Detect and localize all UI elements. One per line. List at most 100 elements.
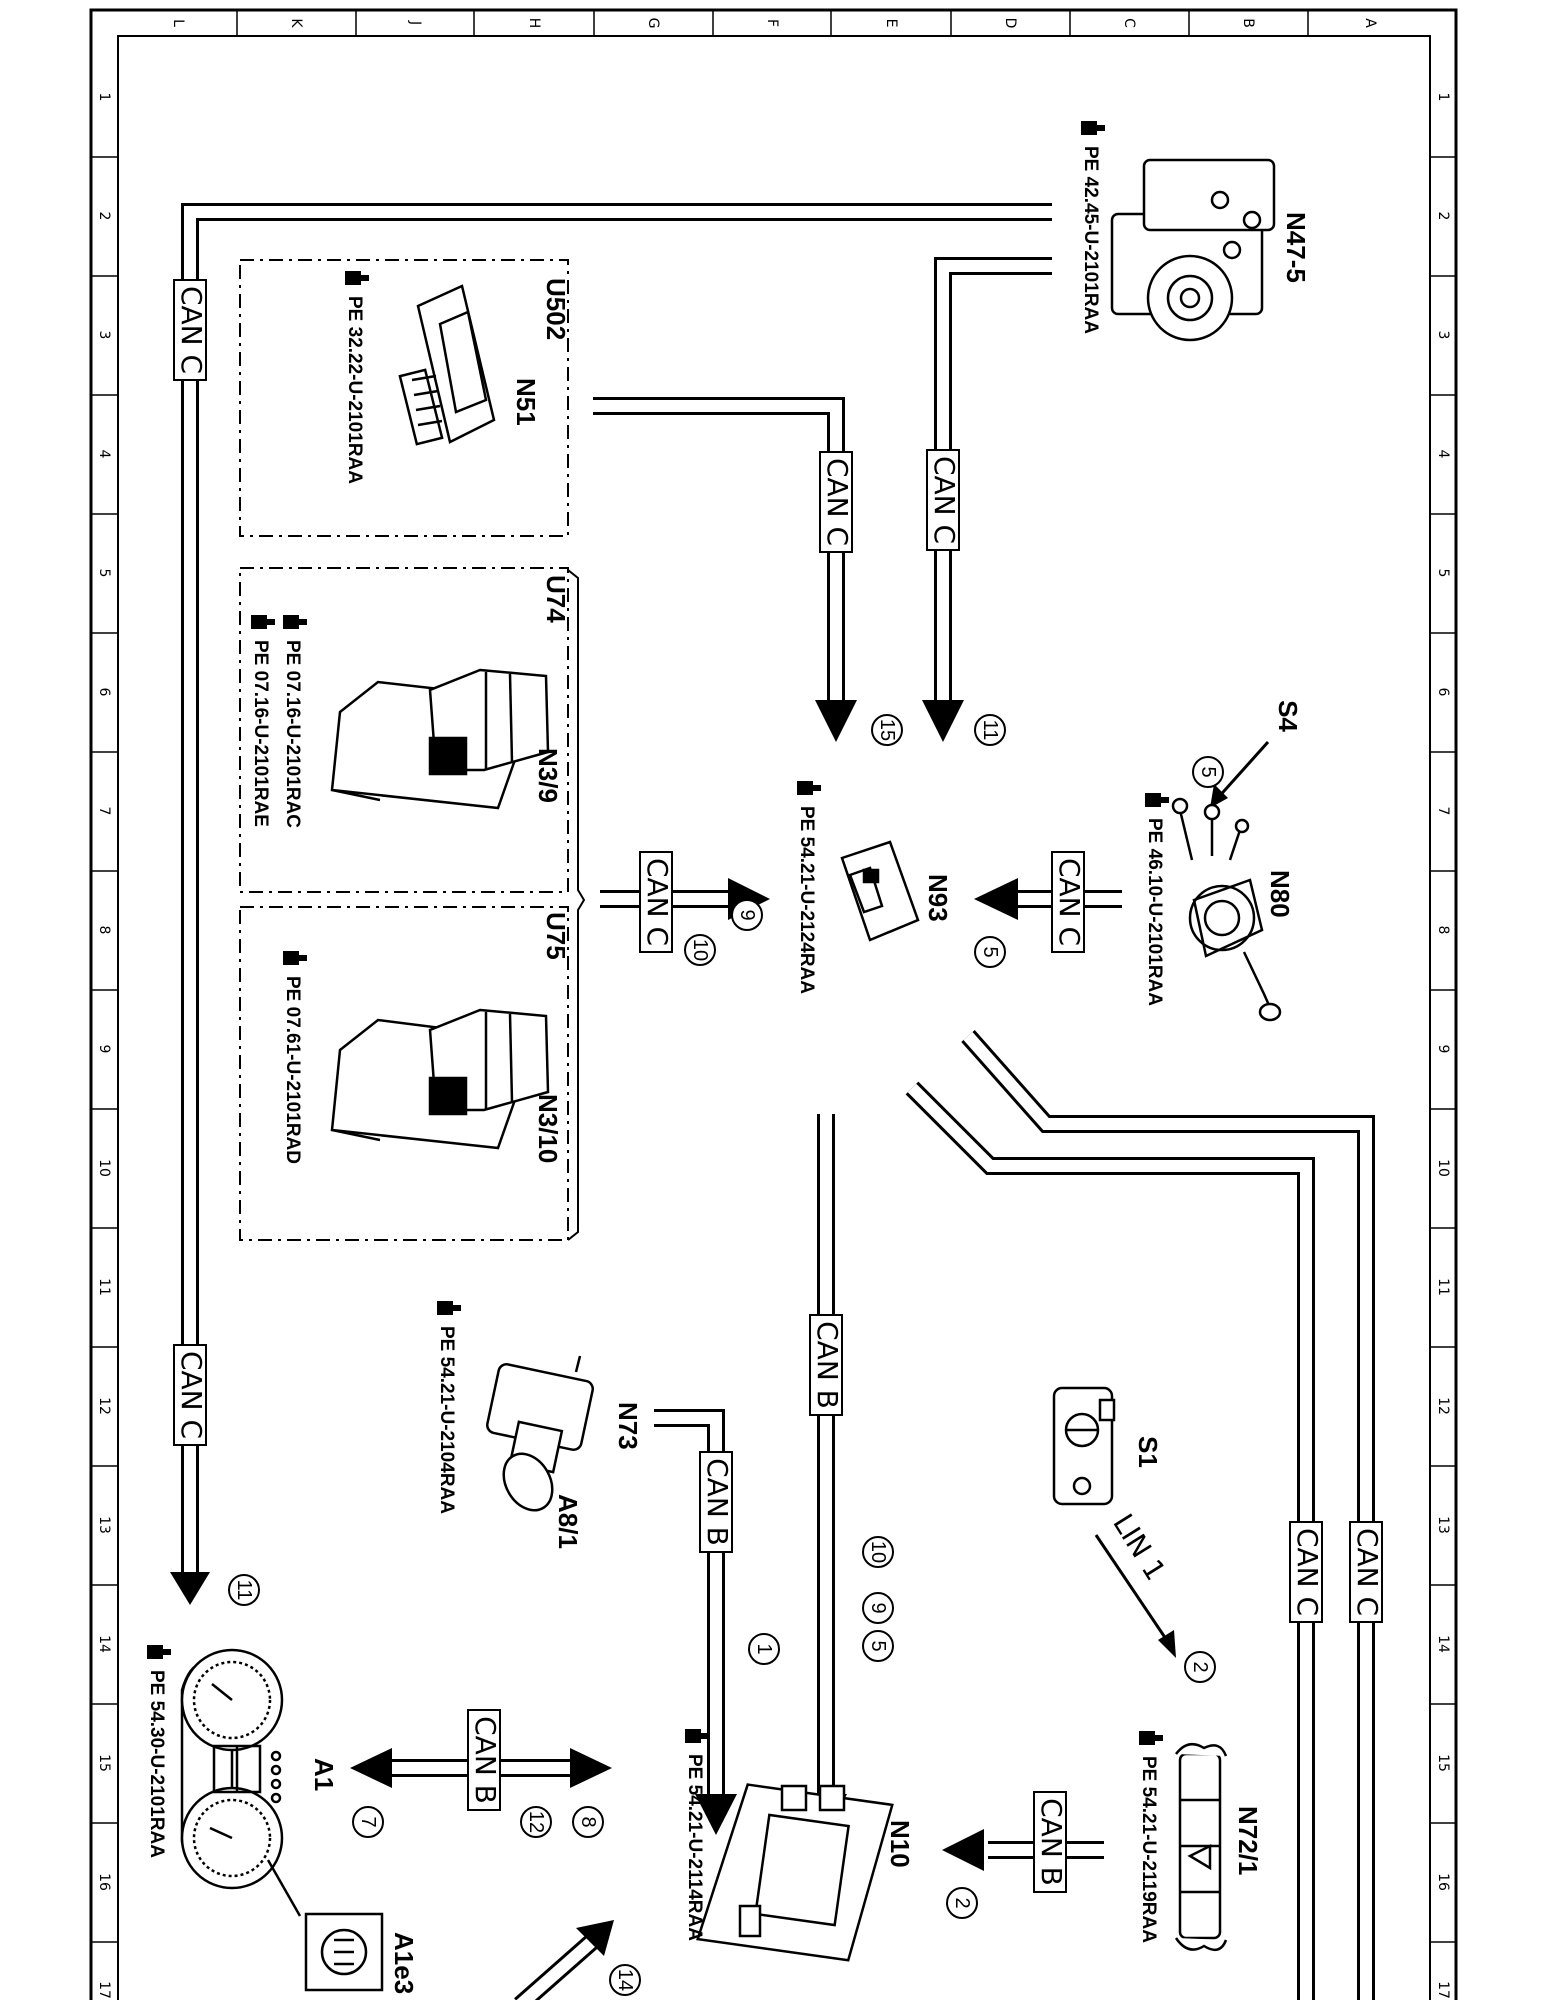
n80-label: N80 bbox=[1265, 870, 1295, 918]
n10-label: N10 bbox=[885, 1820, 915, 1868]
grid-number: 4 bbox=[1435, 450, 1451, 459]
grid-number: 12 bbox=[96, 1397, 112, 1415]
n3-9-label: N3/9 bbox=[533, 748, 563, 803]
callout-number: 12 bbox=[525, 1811, 547, 1833]
callout: 11 bbox=[228, 1574, 260, 1606]
grid-number: 10 bbox=[96, 1159, 112, 1177]
a1-cluster-drawing bbox=[180, 1648, 302, 1917]
s4-label: S4 bbox=[1273, 700, 1303, 732]
callout: 9 bbox=[862, 1592, 894, 1624]
grid-number: 10 bbox=[1435, 1159, 1451, 1177]
grid-number: 5 bbox=[96, 569, 112, 578]
callout: 10 bbox=[684, 934, 716, 966]
callout-number: 9 bbox=[736, 909, 758, 920]
grid-letter: E bbox=[883, 19, 899, 28]
grid-number: 6 bbox=[1435, 688, 1451, 697]
callout: 2 bbox=[1184, 1651, 1216, 1683]
component-labels: N47-5 N51 N3/9 N3/10 N93 N80 S1 N73 A8/1… bbox=[309, 212, 1311, 1994]
grid-number: 13 bbox=[96, 1516, 112, 1534]
arrow-head bbox=[815, 700, 857, 742]
grid-number: 11 bbox=[96, 1278, 112, 1296]
grid-letter: J bbox=[407, 20, 423, 25]
callout-number: 7 bbox=[357, 1816, 379, 1827]
grid-numbers: 1 1 2 2 3 3 4 4 5 5 6 6 7 7 8 8 9 9 10 1… bbox=[96, 93, 1451, 1999]
grid-letter: G bbox=[645, 18, 661, 29]
can-c-text: CAN C bbox=[175, 1351, 208, 1439]
a8-1-label: A8/1 bbox=[553, 1494, 583, 1549]
pointer-icon bbox=[1139, 1731, 1163, 1745]
arrow-head bbox=[695, 1794, 737, 1835]
callout: 9 bbox=[731, 899, 763, 931]
can-label: CAN C bbox=[1289, 1521, 1324, 1623]
callout-number: 10 bbox=[689, 939, 711, 961]
pointer-icon bbox=[147, 1645, 171, 1659]
u502-label: U502 bbox=[541, 278, 571, 340]
n80-ref: PE 46.10-U-2101RAA bbox=[1144, 818, 1165, 1006]
n3-9-ref-1: PE 07.16-U-2101RAC bbox=[282, 640, 303, 828]
n93-label: N93 bbox=[923, 874, 953, 922]
grid-number: 8 bbox=[1435, 926, 1451, 935]
can-label: CAN C bbox=[1051, 851, 1086, 953]
arrow-head bbox=[576, 1920, 614, 1956]
callout: 12 bbox=[520, 1806, 552, 1838]
callout-number: 1 bbox=[753, 1643, 775, 1654]
n73-ref: PE 54.21-U-2104RAA bbox=[436, 1326, 457, 1514]
grid-number: 7 bbox=[96, 807, 112, 816]
n73-eis-drawing bbox=[486, 1355, 594, 1512]
grid-number: 3 bbox=[1435, 331, 1451, 340]
callout-number: 2 bbox=[1189, 1661, 1211, 1672]
callout-number: 2 bbox=[951, 1897, 973, 1908]
grid-number: 16 bbox=[96, 1873, 112, 1891]
callout-number: 8 bbox=[577, 1816, 599, 1827]
n51-label: N51 bbox=[511, 378, 541, 426]
component-drawings bbox=[180, 158, 1282, 1992]
grid-number: 4 bbox=[96, 450, 112, 459]
arrow-head bbox=[922, 700, 964, 742]
callout-number: 5 bbox=[867, 1640, 889, 1651]
arrow-head bbox=[974, 878, 1018, 920]
can-label: CAN B bbox=[467, 1709, 502, 1811]
can-label: CAN C bbox=[819, 451, 854, 553]
grid-number: 13 bbox=[1435, 1516, 1451, 1534]
pointer-icon bbox=[283, 615, 307, 629]
callout-number: 15 bbox=[876, 719, 898, 741]
a1e3-lamp-drawing bbox=[304, 1912, 384, 1992]
u74-u75-bracket bbox=[567, 569, 586, 1241]
callout: 15 bbox=[871, 714, 903, 746]
n47-5-label: N47-5 bbox=[1281, 212, 1311, 283]
callout: 11 bbox=[974, 714, 1006, 746]
n72-1-label: N72/1 bbox=[1233, 1806, 1263, 1875]
can-label: CAN B bbox=[1033, 1791, 1068, 1893]
arrow-head bbox=[170, 1572, 210, 1605]
can-b-text: CAN B bbox=[1035, 1798, 1068, 1886]
u75-label: U75 bbox=[541, 912, 571, 960]
grid-number: 15 bbox=[96, 1754, 112, 1772]
callout-number: 11 bbox=[233, 1580, 255, 1601]
can-c-text: CAN C bbox=[175, 286, 208, 374]
a1-label: A1 bbox=[309, 1758, 339, 1791]
can-label: CAN B bbox=[809, 1314, 844, 1416]
grid-letters: L K J H G F E D C B A bbox=[170, 18, 1378, 29]
pointer-icon bbox=[283, 951, 307, 965]
callout: 5 bbox=[862, 1630, 894, 1662]
callouts: 11 15 5 9 10 5 11 10 9 5 1 2 2 7 12 8 14 bbox=[228, 714, 1224, 1996]
grid-number: 6 bbox=[96, 688, 112, 697]
grid-letter: C bbox=[1121, 18, 1137, 28]
callout: 2 bbox=[946, 1887, 978, 1919]
pointer-icon bbox=[437, 1301, 461, 1315]
callout: 8 bbox=[572, 1806, 604, 1838]
grid-letter: K bbox=[288, 18, 304, 28]
can-c-text: CAN C bbox=[1351, 1528, 1384, 1616]
pointer-icon bbox=[1145, 793, 1169, 807]
grid-number: 1 bbox=[96, 93, 112, 102]
n3-10-ecu-drawing bbox=[330, 1008, 550, 1150]
grid-number: 11 bbox=[1435, 1278, 1451, 1296]
callout: 10 bbox=[862, 1536, 894, 1568]
u502-box bbox=[239, 259, 569, 537]
can-label: CAN B bbox=[699, 1451, 734, 1553]
n73-label: N73 bbox=[613, 1402, 643, 1450]
callout-number: 14 bbox=[614, 1969, 636, 1991]
abs-unit-drawing bbox=[1110, 158, 1276, 342]
n93-gateway-drawing bbox=[840, 840, 920, 942]
